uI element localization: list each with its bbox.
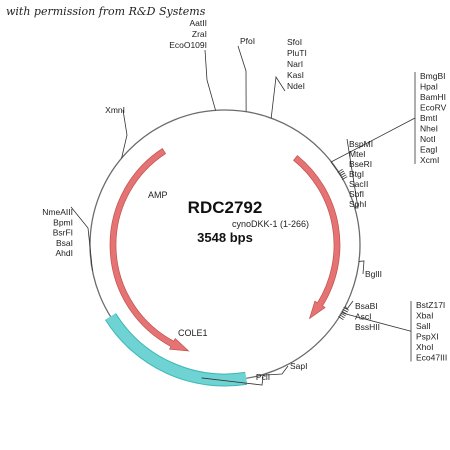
site-label-bsshii: BssHII	[355, 322, 380, 332]
site-label-asci: AscI	[355, 312, 372, 322]
site-label-xcmi: XcmI	[420, 155, 439, 165]
plasmid-name: RDC2792	[188, 198, 263, 217]
site-label-aatii: AatII	[190, 18, 207, 28]
site-label-xmni: XmnI	[105, 105, 125, 115]
site-label-bpmi: BpmI	[53, 217, 73, 227]
site-leader	[121, 109, 128, 159]
site-label-nhei: NheI	[420, 124, 438, 134]
site-label-eagi: EagI	[420, 145, 438, 155]
site-label-ahdi: AhdI	[56, 248, 74, 258]
site-leader	[70, 206, 93, 271]
site-label-bglii: BglII	[365, 269, 382, 279]
site-label-noti: NotI	[420, 134, 436, 144]
site-label-bmgbi: BmgBI	[420, 71, 446, 81]
permission-credit: with permission from R&D Systems	[6, 5, 206, 18]
site-label-nmeaiii: NmeAIII	[42, 207, 73, 217]
site-label-sacii: SacII	[349, 179, 368, 189]
site-label-xbai: XbaI	[416, 311, 434, 321]
cut-tick	[340, 174, 347, 179]
site-label-sfoi: SfoI	[287, 37, 302, 47]
site-label-nari: NarI	[287, 59, 303, 69]
insert-label: cynoDKK-1 (1-266)	[232, 219, 309, 229]
site-label-bsabi: BsaBI	[355, 301, 378, 311]
site-leader	[201, 376, 264, 386]
cut-tick	[339, 314, 345, 319]
site-leader	[330, 117, 416, 176]
site-label-pfoi: PfoI	[240, 36, 255, 46]
plasmid-size: 3548 bps	[197, 230, 253, 245]
site-label-ecoo109i: EcoO109I	[169, 40, 207, 50]
cut-tick	[338, 316, 344, 321]
site-label-mtei: MteI	[349, 149, 366, 159]
site-label-bseri: BseRI	[349, 159, 372, 169]
site-leader	[344, 300, 354, 310]
site-label-pspxi: PspXI	[416, 332, 439, 342]
site-label-bmti: BmtI	[420, 113, 437, 123]
cut-tick	[340, 312, 346, 317]
feature-label-amp: AMP	[148, 190, 168, 200]
amp-arrow	[109, 148, 190, 352]
site-label-sbfi: SbfI	[349, 189, 364, 199]
site-leader	[341, 312, 412, 332]
site-label-bspmi: BspMI	[349, 139, 373, 149]
site-leader	[270, 75, 286, 119]
site-leader	[358, 260, 365, 275]
site-label-hpai: HpaI	[420, 82, 438, 92]
site-label-sali: SalI	[416, 321, 431, 331]
site-leader	[237, 45, 247, 112]
site-label-bstz17i: BstZ17I	[416, 300, 445, 310]
site-label-eco47iii: Eco47III	[416, 353, 447, 363]
site-label-pluti: PluTI	[287, 48, 307, 58]
site-label-bamhi: BamHI	[420, 92, 446, 102]
site-label-ecorv: EcoRV	[420, 103, 447, 113]
cut-tick	[341, 176, 348, 180]
site-label-xhoi: XhoI	[416, 342, 434, 352]
site-label-zrai: ZraI	[192, 29, 207, 39]
cut-tick	[343, 307, 350, 311]
site-label-bsrfi: BsrFI	[53, 228, 73, 238]
cole1-arc	[105, 313, 247, 386]
site-label-btgi: BtgI	[349, 169, 364, 179]
site-leader	[204, 49, 216, 111]
site-label-ndei: NdeI	[287, 81, 305, 91]
insert-arrow	[293, 155, 341, 320]
site-label-kasi: KasI	[287, 70, 304, 80]
site-leader	[259, 365, 289, 376]
feature-label-cole1: COLE1	[178, 328, 208, 338]
cut-tick	[342, 308, 349, 313]
site-label-bsai: BsaI	[56, 238, 73, 248]
site-label-sphi: SphI	[349, 199, 367, 209]
site-label-sapi: SapI	[290, 361, 308, 371]
site-leader	[346, 138, 359, 209]
site-label-pcii: PciI	[256, 372, 270, 382]
